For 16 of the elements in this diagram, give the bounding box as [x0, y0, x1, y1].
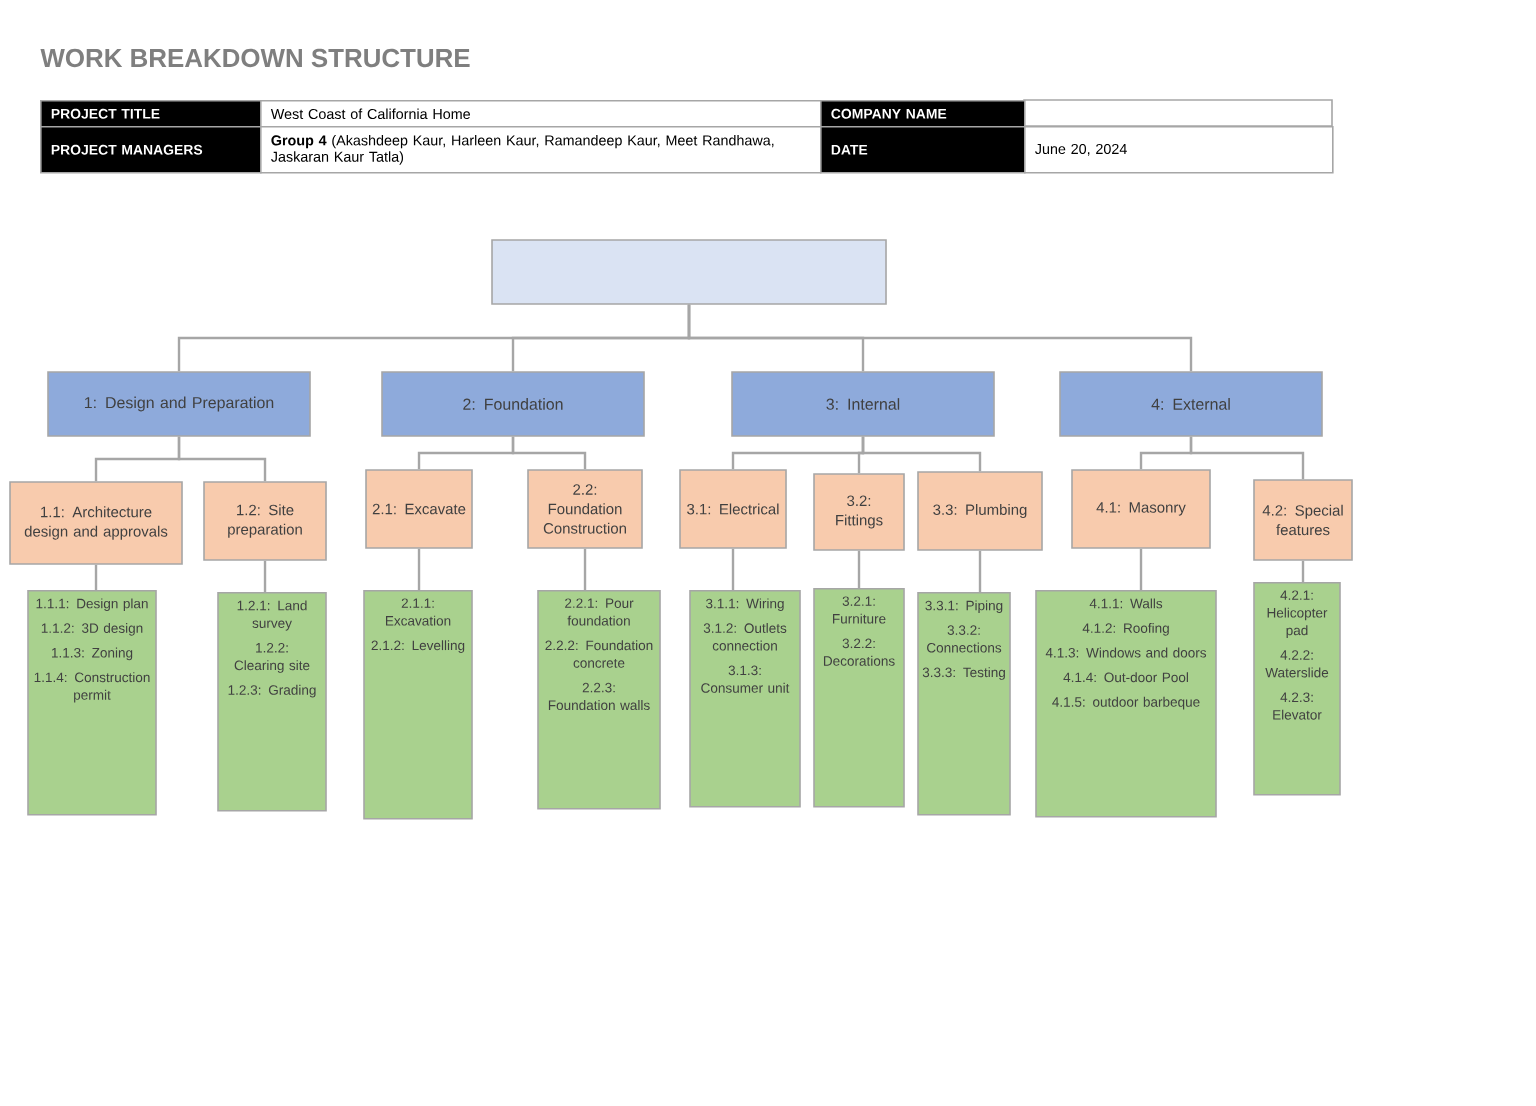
connector [1139, 548, 1143, 590]
connector [511, 436, 587, 470]
connector [583, 548, 587, 590]
connector [857, 550, 861, 588]
connector [263, 560, 267, 592]
connector [978, 550, 982, 592]
top-box [491, 239, 887, 305]
connector [687, 304, 1193, 372]
connector [177, 436, 267, 482]
connector [417, 548, 421, 590]
title: WORK BREAKDOWN STRUCTURE [40, 48, 470, 68]
connector [731, 548, 735, 590]
connector [1189, 436, 1305, 480]
connector [94, 564, 98, 590]
connector [861, 436, 982, 472]
connector [1301, 560, 1305, 582]
